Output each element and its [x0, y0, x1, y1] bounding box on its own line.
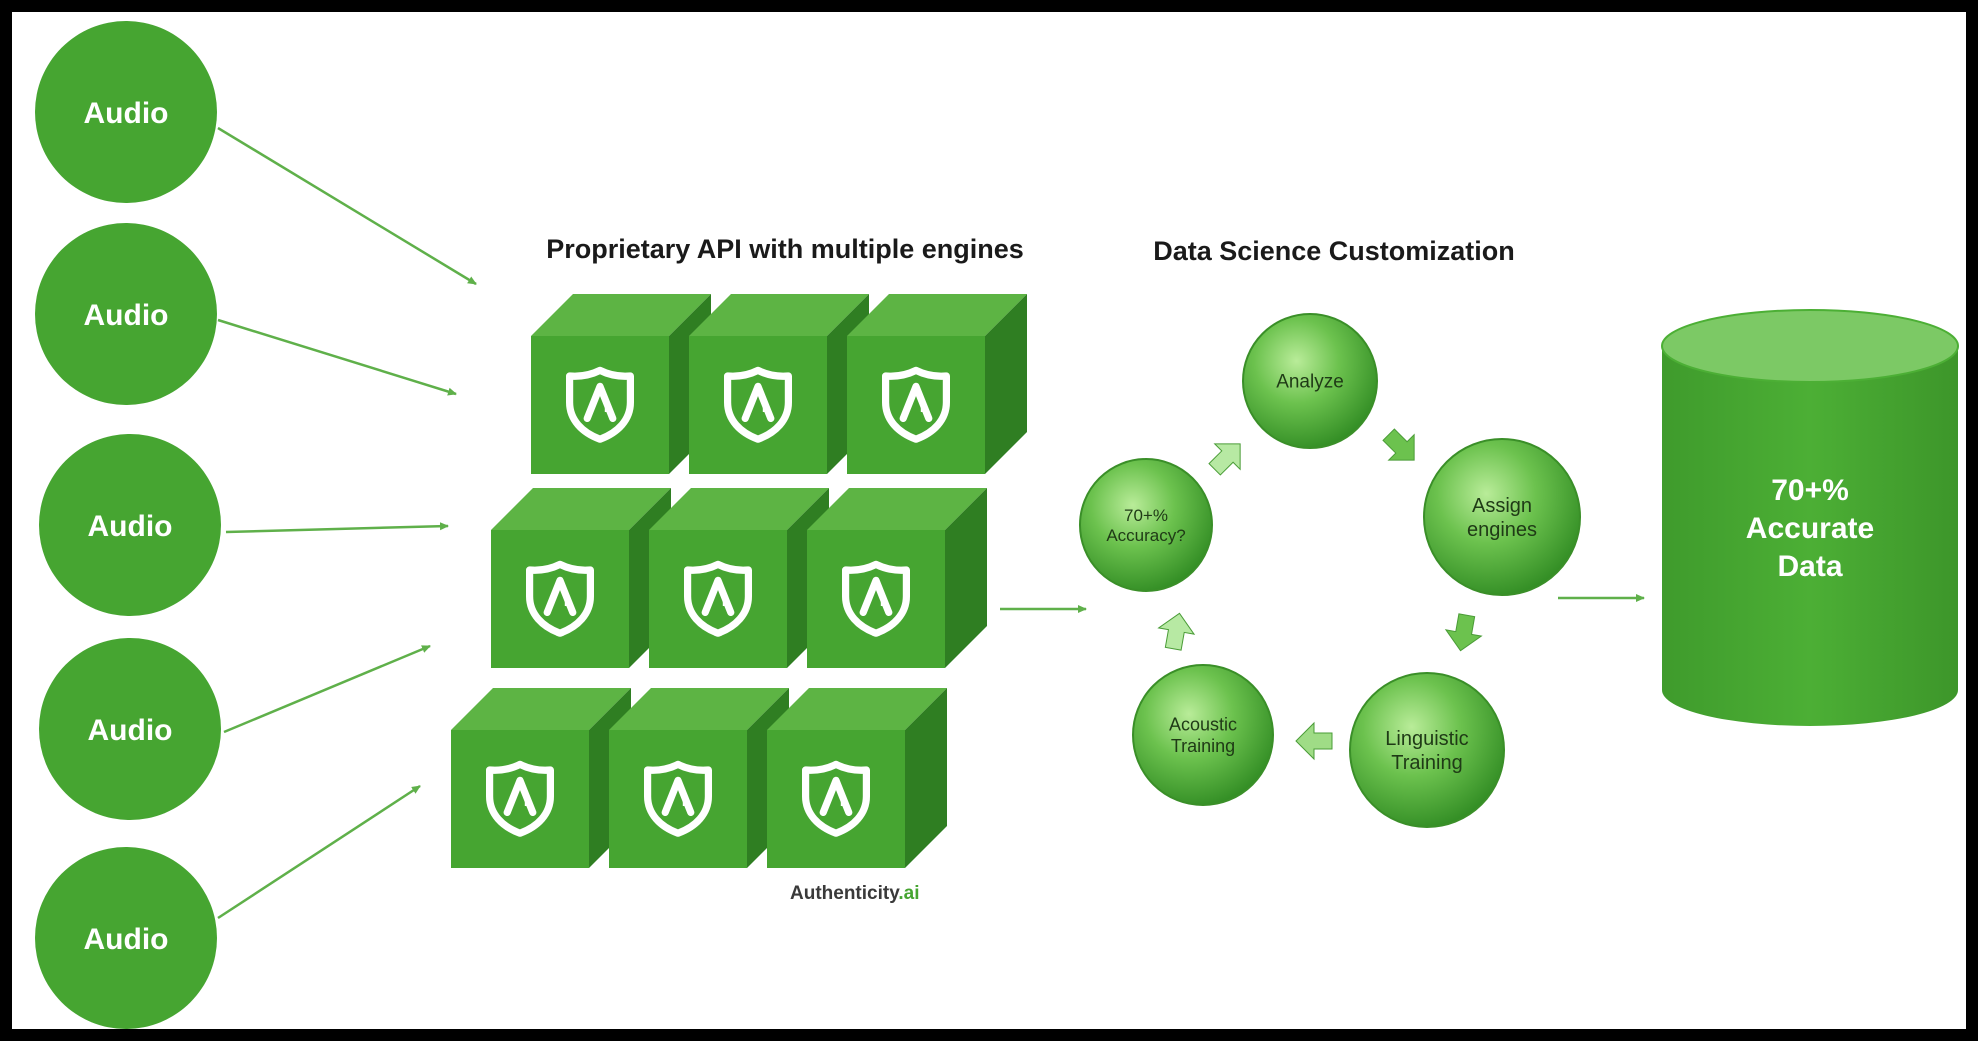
input-arrow — [217, 318, 457, 396]
database-label-line: 70+% — [1771, 474, 1849, 507]
cycle-step-label: Analyze — [1276, 372, 1344, 393]
audio-circle — [35, 223, 217, 405]
cycle-orb — [1242, 313, 1378, 449]
authenticity-logo: Authenticity.ai — [765, 880, 920, 904]
audio-circle — [35, 21, 217, 203]
cycle-arrow-icon — [1208, 443, 1241, 476]
cycle-step-label: Acoustic — [1169, 715, 1237, 735]
cycle-step-label: Training — [1171, 736, 1235, 756]
audio-label: Audio — [88, 510, 173, 543]
cycle-step-label: engines — [1467, 519, 1537, 541]
engine-cube-grid — [451, 294, 1027, 868]
input-arrow — [217, 126, 477, 286]
cycle-step-label: Assign — [1472, 495, 1532, 517]
engine-cube — [531, 294, 711, 474]
cycle-arrow-icon — [1382, 428, 1415, 461]
audio-input-node: Audio — [35, 223, 217, 405]
cycle-orb — [1132, 664, 1274, 806]
audio-circle — [35, 847, 217, 1029]
engine-cube — [767, 688, 947, 868]
cycle-orb — [1423, 438, 1581, 596]
logo-suffix: .ai — [898, 883, 919, 904]
background-panel — [4, 4, 1974, 1037]
database-label-line: Data — [1777, 550, 1842, 583]
cycle-step-label: Accuracy? — [1106, 526, 1185, 545]
engine-cube — [689, 294, 869, 474]
audio-circle — [39, 638, 221, 820]
cycle-orb — [1349, 672, 1505, 828]
audio-circle — [39, 434, 221, 616]
cycle-step: Analyze — [1242, 313, 1378, 449]
engine-cube — [847, 294, 1027, 474]
audio-label: Audio — [84, 299, 169, 332]
engine-cube — [491, 488, 671, 668]
audio-label: Audio — [84, 97, 169, 130]
engine-cube — [649, 488, 829, 668]
svg-text:Authenticity.ai: Authenticity.ai — [790, 883, 920, 904]
input-arrow — [223, 644, 431, 734]
audio-input-node: Audio — [39, 638, 221, 820]
database-label-line: Accurate — [1746, 512, 1874, 545]
input-arrow — [217, 784, 421, 920]
engine-cube — [451, 688, 631, 868]
cycle-step-label: Linguistic — [1385, 728, 1468, 750]
audio-input-node: Audio — [39, 434, 221, 616]
cycle-arrow-icon — [1157, 612, 1196, 651]
audio-input-node: Audio — [35, 21, 217, 203]
audio-label: Audio — [88, 714, 173, 747]
cycle-step: 70+%Accuracy? — [1079, 458, 1213, 592]
api-section-title: Proprietary API with multiple engines — [546, 234, 1024, 264]
input-arrow — [225, 522, 449, 534]
input-arrows — [217, 126, 477, 920]
logo-text: Authenticity — [790, 883, 900, 904]
cycle-orb — [1079, 458, 1213, 592]
cycle-arrow-icon — [1295, 721, 1333, 761]
cycle-diagram: AnalyzeAssignenginesLinguisticTrainingAc… — [1079, 313, 1581, 828]
cycle-step-label: 70+% — [1124, 506, 1168, 525]
cycle-arrow-icon — [1444, 613, 1483, 652]
engine-cube — [807, 488, 987, 668]
audio-label: Audio — [84, 923, 169, 956]
engine-cube — [609, 688, 789, 868]
cycle-section-title: Data Science Customization — [1153, 236, 1515, 266]
cycle-step-label: Training — [1391, 752, 1463, 774]
audio-input-node: Audio — [35, 847, 217, 1029]
